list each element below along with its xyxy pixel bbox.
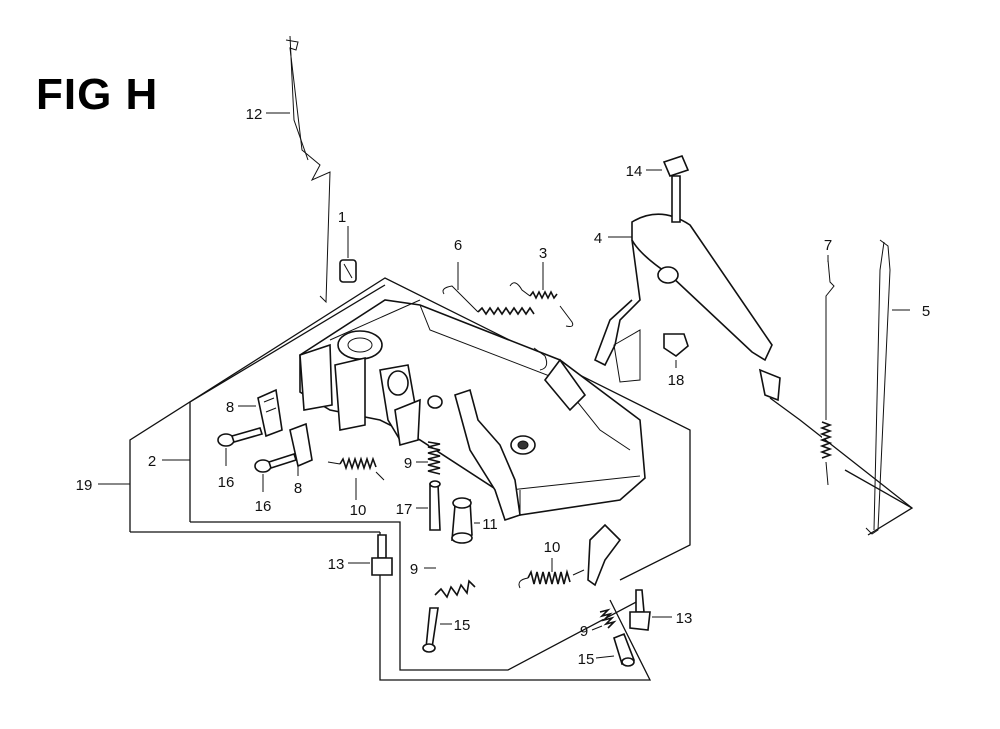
callout-15-left: 15 bbox=[454, 617, 471, 634]
sleeve-11 bbox=[451, 497, 473, 544]
clip-8-upper bbox=[257, 388, 283, 438]
spring-3 bbox=[509, 282, 574, 327]
callout-8-upper: 8 bbox=[226, 399, 234, 416]
leader-lines bbox=[98, 112, 910, 659]
callout-13-right: 13 bbox=[676, 610, 693, 627]
control-base-plate bbox=[299, 299, 646, 587]
clip-1 bbox=[339, 259, 357, 283]
callout-11: 11 bbox=[482, 516, 498, 533]
callout-17: 17 bbox=[396, 501, 413, 518]
callout-9-middle: 9 bbox=[410, 561, 418, 578]
callout-10-lower: 10 bbox=[544, 539, 561, 556]
callout-7: 7 bbox=[824, 237, 832, 254]
callout-14: 14 bbox=[626, 163, 643, 180]
callout-8-lower: 8 bbox=[294, 480, 302, 497]
callout-18: 18 bbox=[668, 372, 685, 389]
figure-title: FIG H bbox=[36, 70, 159, 119]
callout-9-upper: 9 bbox=[404, 455, 412, 472]
callout-3: 3 bbox=[539, 245, 547, 262]
lever-4 bbox=[593, 213, 781, 402]
callout-13-left: 13 bbox=[328, 556, 345, 573]
nut-18 bbox=[663, 333, 689, 357]
bolt-13-right bbox=[629, 589, 651, 631]
screw-16-b bbox=[254, 452, 298, 473]
bolt-15-left bbox=[422, 607, 439, 653]
callout-6: 6 bbox=[454, 237, 462, 254]
callout-labels: 1 2 3 4 5 6 7 8 8 9 9 9 10 10 11 12 13 1… bbox=[76, 106, 931, 668]
callout-16-a: 16 bbox=[218, 474, 235, 491]
clip-8-lower bbox=[289, 422, 313, 468]
callout-1: 1 bbox=[338, 209, 346, 226]
spring-10-lower bbox=[518, 568, 585, 589]
bolt-17 bbox=[429, 480, 441, 531]
screw-16-a bbox=[217, 427, 264, 447]
spring-10-upper bbox=[327, 456, 385, 481]
spring-9-middle bbox=[434, 579, 476, 599]
callout-2: 2 bbox=[148, 453, 156, 470]
callout-12: 12 bbox=[246, 106, 263, 123]
bolt-15-right bbox=[613, 632, 636, 667]
callout-9-lower: 9 bbox=[580, 623, 588, 640]
callout-5: 5 bbox=[922, 303, 930, 320]
bolt-13-left bbox=[371, 534, 393, 576]
rod-5 bbox=[865, 239, 891, 535]
spring-6 bbox=[442, 285, 548, 371]
bolt-14 bbox=[662, 155, 690, 223]
callout-4: 4 bbox=[594, 230, 602, 247]
callout-10-upper: 10 bbox=[350, 502, 367, 519]
callout-19: 19 bbox=[76, 477, 93, 494]
spring-9-upper bbox=[427, 441, 441, 475]
rod-12 bbox=[285, 35, 331, 304]
spring-9-lower bbox=[599, 608, 617, 629]
rod-7 bbox=[819, 259, 835, 486]
callout-15-right: 15 bbox=[578, 651, 595, 668]
callout-16-b: 16 bbox=[255, 498, 272, 515]
